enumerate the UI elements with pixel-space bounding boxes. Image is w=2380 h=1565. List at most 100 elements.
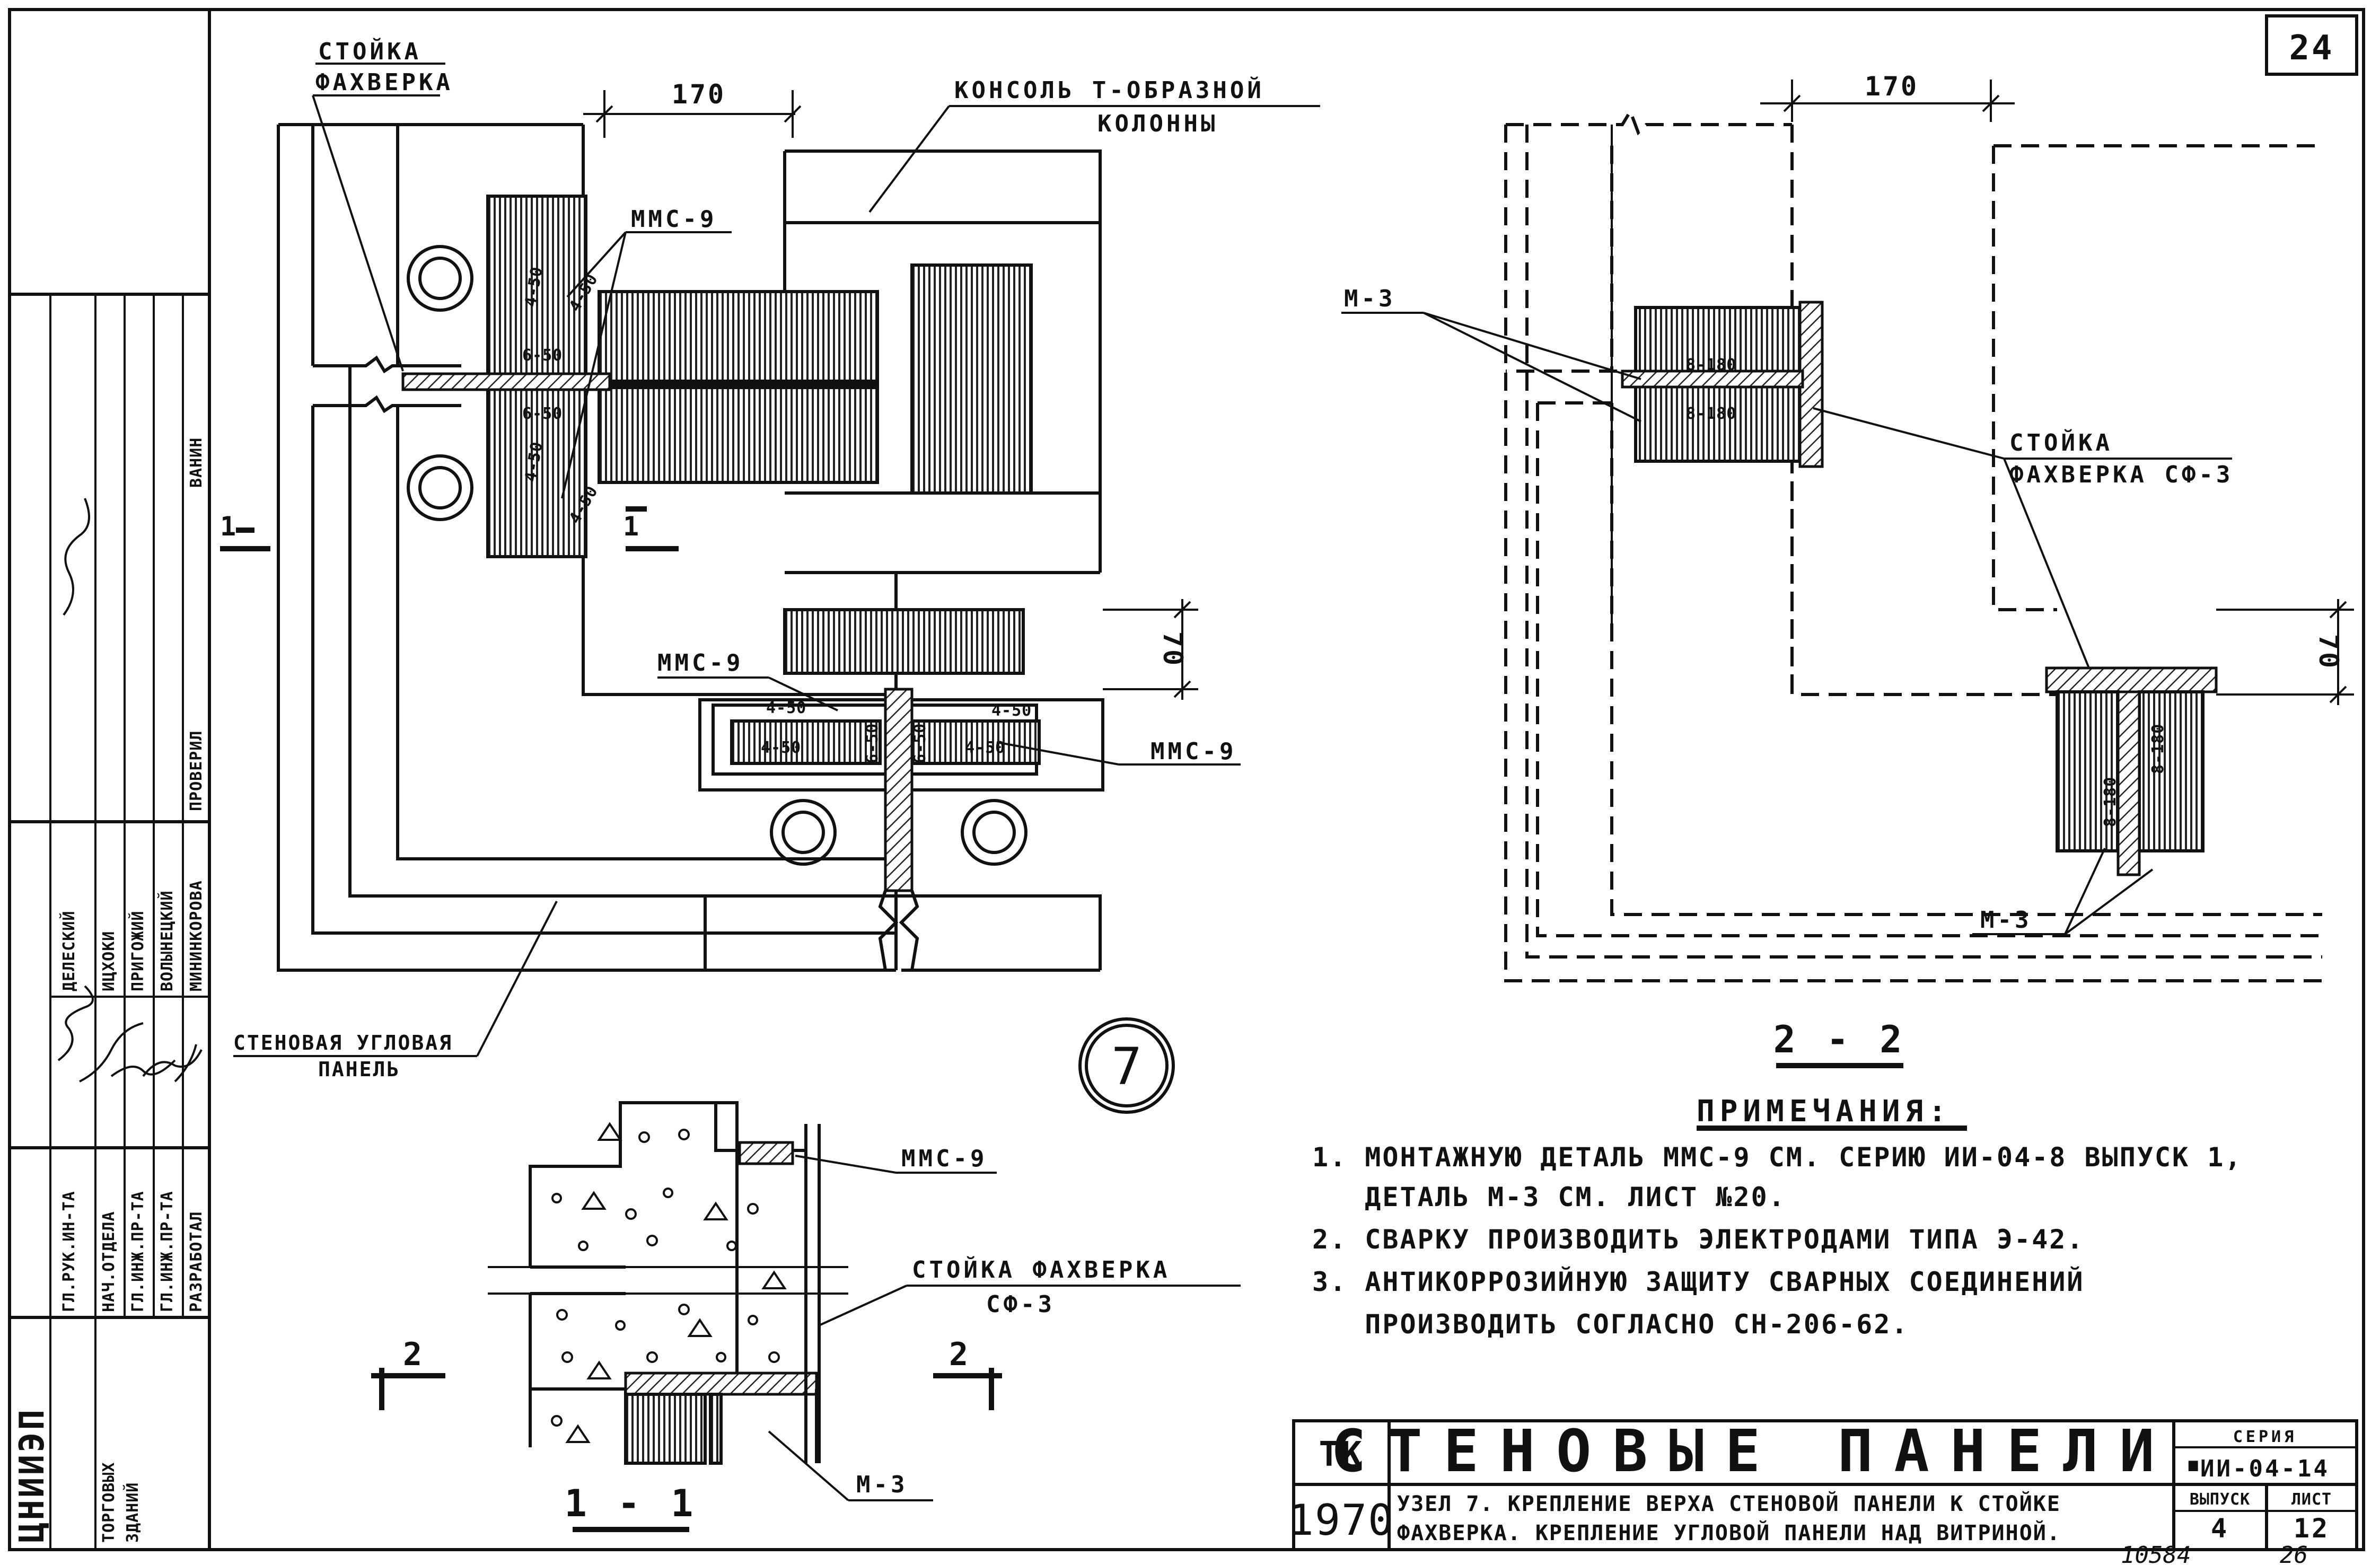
mmc9-label-right: ММС-9 [1151, 738, 1236, 765]
dimension-70-22: 70 [2216, 599, 2354, 705]
staff-title-1: ГЛ.РУК.ИН-ТА [60, 1191, 78, 1312]
dashed-outlines [1504, 108, 2322, 982]
weld-10: 6-50 [911, 723, 929, 763]
stoyka-sf3-upper: 8-180 8-180 [1621, 301, 1824, 468]
section-mark-2-left-num: 2 [403, 1336, 424, 1373]
org-block: ЦНИИЭП ТОРГОВЫХ ЗДАНИЙ [13, 1408, 142, 1543]
m3-label-22-bottom: М-3 [1980, 907, 2032, 934]
staff-name-1: ДЕЛЕСКИЙ [59, 911, 78, 992]
weld-22-4: 8-180 [2149, 724, 2167, 774]
weld-9: 6-50 [863, 723, 882, 763]
main-view: СТОЙКА ФАХВЕРКА КОНСОЛЬ Т-ОБРАЗНОЙ КОЛОН… [220, 37, 1320, 1114]
archive-code: 10584 [2121, 1542, 2191, 1565]
staff-title-2: НАЧ.ОТДЕЛА [100, 1211, 118, 1312]
wall-panel-label-1: СТЕНОВАЯ УГЛОВАЯ [233, 1031, 453, 1054]
weld-4: 6-50 [522, 405, 563, 423]
mmc9-label-top: ММС-9 [631, 206, 717, 233]
stoyka-sf3-lower: 8-180 8-180 [2045, 666, 2218, 876]
console-flange [910, 263, 1033, 495]
weld-22-3: 8-180 [2101, 777, 2120, 827]
staff-title-5: РАЗРАБОТАЛ [187, 1211, 206, 1312]
wall-panel-label-2: ПАНЕЛЬ [318, 1058, 400, 1081]
concrete-aggregate [551, 1122, 787, 1443]
lower-connection: 4-50 4-50 6-50 6-50 4-50 4-50 [698, 608, 1104, 971]
org-sub-2: ЗДАНИЙ [123, 1482, 142, 1543]
node-marker: 7 [1078, 1017, 1175, 1114]
staff-names: ДЕЛЕСКИЙ ИЦХОКИ ПРИГОЖИЙ ВОЛЫНЕЦКИЙ МИНИ… [59, 880, 206, 991]
notes-heading: ПРИМЕЧАНИЯ: [1697, 1094, 1952, 1129]
section-mark-2-right-num: 2 [949, 1336, 970, 1373]
node-number: 7 [1111, 1037, 1142, 1096]
stoyka-strip [401, 372, 611, 391]
checked-by-name: ВАНИН [187, 437, 206, 488]
dim-70-main: 70 [1157, 631, 1188, 667]
org-name: ЦНИИЭП [13, 1408, 52, 1543]
bolt-lower [407, 454, 473, 521]
weld-3: 6-50 [522, 346, 563, 365]
section-22-title: 2 - 2 [1773, 1018, 1907, 1061]
note-line-5: ПРОИЗВОДИТЬ СОГЛАСНО СН-206-62. [1312, 1309, 1909, 1340]
bolt-upper [407, 245, 473, 312]
section-11-title: 1 - 1 [565, 1482, 698, 1525]
left-strip: ЦНИИЭП ТОРГОВЫХ ЗДАНИЙ ГЛ.РУК.ИН-ТА НАЧ.… [10, 293, 209, 1551]
sheet-frame: 24 [8, 8, 2365, 1551]
mmc9-label-left: ММС-9 [657, 649, 743, 676]
weld-11: 4-50 [965, 738, 1005, 757]
sheet-label: ЛИСТ [2291, 1490, 2332, 1509]
issue-value: 4 [2211, 1513, 2229, 1544]
m3-label-22-top: М-3 [1344, 285, 1395, 312]
staff-name-5: МИНИНКОРОВА [187, 880, 206, 991]
stoyka-11-label-1: СТОЙКА ФАХВЕРКА [912, 1255, 1170, 1283]
stoyka-11-label-2: СФ-3 [986, 1291, 1055, 1318]
tk-label: ТК [1319, 1435, 1364, 1474]
stoyka-label-1: СТОЙКА [318, 37, 421, 65]
note-line-2: ДЕТАЛЬ М-3 СМ. ЛИСТ №20. [1312, 1182, 1786, 1212]
year: 1970 [1288, 1496, 1395, 1545]
note-line-1: 1. МОНТАЖНУЮ ДЕТАЛЬ ММС-9 СМ. СЕРИЮ ИИ-0… [1312, 1142, 2242, 1173]
dim-170-main: 170 [672, 79, 726, 110]
sheet-main-title: СТЕНОВЫЕ ПАНЕЛИ. [1331, 1417, 2232, 1485]
stoyka-22-label-2: ФАХВЕРКА СФ-3 [2009, 461, 2233, 488]
m3-label-11: М-3 [856, 1471, 908, 1498]
issue-label: ВЫПУСК [2190, 1490, 2250, 1509]
series-label: СЕРИЯ [2233, 1428, 2297, 1446]
weld-7: 4-50 [766, 699, 806, 717]
dimension-70-main: 70 [1103, 599, 1198, 700]
staff-name-3: ПРИГОЖИЙ [128, 911, 147, 992]
section-mark-2-right: 2 [933, 1336, 1002, 1410]
page-number: 26 [2280, 1542, 2308, 1565]
section-mark-2-left: 2 [371, 1336, 445, 1410]
console-label-1: КОНСОЛЬ Т-ОБРАЗНОЙ [954, 76, 1264, 104]
weld-8: 4-50 [761, 738, 801, 757]
dim-170-22: 170 [1865, 71, 1919, 102]
series-value: ИИ-04-14 [2200, 1455, 2330, 1482]
sheet-value: 12 [2294, 1513, 2330, 1544]
weld-22-2: 8-180 [1686, 405, 1736, 423]
staff-name-4: ВОЛЫНЕЦКИЙ [157, 890, 177, 991]
sheet-subtitle-1: УЗЕЛ 7. КРЕПЛЕНИЕ ВЕРХА СТЕНОВОЙ ПАНЕЛИ … [1397, 1491, 2061, 1516]
staff-title-3: ГЛ.ИНЖ.ПР-ТА [129, 1191, 147, 1312]
mmc9-label-11: ММС-9 [901, 1145, 987, 1172]
staff-title-4: ГЛ.ИНЖ.ПР-ТА [158, 1191, 177, 1312]
weld-22-1: 8-180 [1686, 356, 1736, 374]
stoyka-22-label-1: СТОЙКА [2009, 428, 2113, 456]
title-block: ТК 1970 СТЕНОВЫЕ ПАНЕЛИ. УЗЕЛ 7. КРЕПЛЕН… [1288, 1417, 2358, 1551]
section-mark-1-right: 1 [623, 511, 641, 542]
notes: ПРИМЕЧАНИЯ: 1. МОНТАЖНУЮ ДЕТАЛЬ ММС-9 СМ… [1312, 1094, 2242, 1340]
checked-by-label: ПРОВЕРИЛ [187, 731, 206, 812]
staff-titles: ГЛ.РУК.ИН-ТА НАЧ.ОТДЕЛА ГЛ.ИНЖ.ПР-ТА ГЛ.… [60, 1191, 206, 1312]
note-line-3: 2. СВАРКУ ПРОИЗВОДИТЬ ЭЛЕКТРОДАМИ ТИПА Э… [1312, 1224, 2085, 1255]
signatures [57, 498, 203, 1083]
weld-12: 4-50 [991, 701, 1032, 720]
section-mark-1-left: 1 [220, 511, 238, 542]
section-1-1: ММС-9 СТОЙКА ФАХВЕРКА СФ-3 М-3 2 2 1 - 1 [371, 1101, 1241, 1532]
staff-name-2: ИЦХОКИ [100, 931, 118, 991]
section-mark-1: 1 1 [220, 506, 679, 551]
org-sub-1: ТОРГОВЫХ [100, 1462, 118, 1543]
section-2-2: 170 8-180 8-180 [1341, 71, 2354, 1068]
sheet-subtitle-2: ФАХВЕРКА. КРЕПЛЕНИЕ УГЛОВОЙ ПАНЕЛИ НАД В… [1397, 1520, 2061, 1545]
sheet-number: 24 [2289, 29, 2334, 68]
dimension-170-main: 170 [583, 79, 802, 138]
dimension-170-22: 170 [1760, 71, 2015, 122]
